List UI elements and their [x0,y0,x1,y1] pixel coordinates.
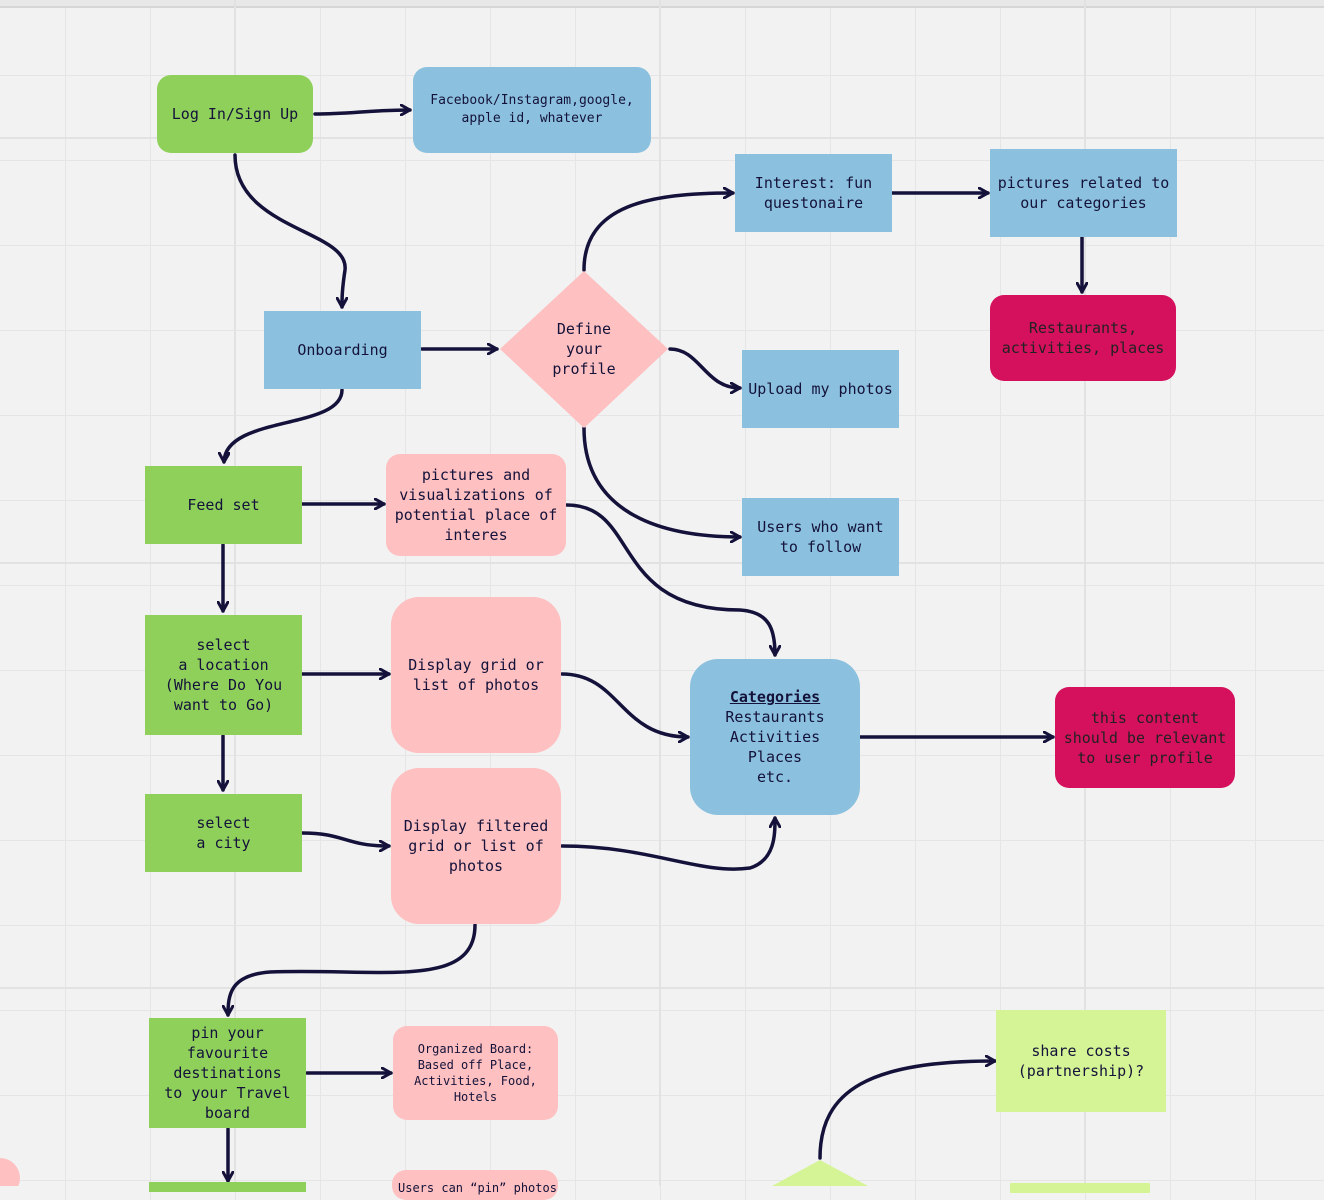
next-lime-node-edge [1010,1183,1150,1193]
social-login-node[interactable]: Facebook/Instagram,google, apple id, wha… [413,67,651,153]
login-node[interactable]: Log In/Sign Up [157,75,313,153]
interest-node[interactable]: Interest: fun questonaire [735,154,892,232]
grid-line [659,0,661,1186]
grid-line [234,0,236,1186]
define-profile-diamond [500,271,668,428]
onboarding-node[interactable]: Onboarding [264,311,421,389]
arrow-diamond-share [818,1061,997,1160]
arrow-city-filtered [300,831,391,846]
arrow-define-users [582,426,742,537]
lower-decision-diamond [772,1160,868,1186]
pin-destinations-node[interactable]: pin your favourite destinations to your … [149,1018,306,1128]
arrow-define-upload [668,347,742,388]
categories-title: Categories [729,688,821,706]
canvas-top-border [0,0,1324,8]
grid-line [1084,0,1086,1186]
organized-board-node[interactable]: Organized Board: Based off Place, Activi… [393,1026,558,1120]
pictures-categories-node[interactable]: pictures related to our categories [990,149,1177,237]
categories-body: Restaurants Activities Places etc. [725,708,825,786]
display-filtered-node[interactable]: Display filtered grid or list of photos [391,768,561,924]
select-city-node[interactable]: select a city [145,794,302,872]
share-costs-node[interactable]: share costs (partnership)? [996,1010,1166,1112]
arrow-login-social [313,110,412,114]
users-follow-node[interactable]: Users who want to follow [742,498,899,576]
arrow-onboarding-feed [224,388,344,464]
arrow-define-interest [582,193,735,272]
grid-line [0,137,1324,139]
offscreen-node-edge [0,1158,20,1186]
upload-photos-node[interactable]: Upload my photos [742,350,899,428]
feed-set-node[interactable]: Feed set [145,466,302,544]
grid-line [0,987,1324,989]
categories-node[interactable]: Categories Restaurants Activities Places… [690,659,860,815]
arrow-pictures-categories [565,503,775,657]
arrow-filtered-categories [560,816,775,871]
arrow-filtered-pin [228,923,477,1017]
select-location-node[interactable]: select a location (Where Do You want to … [145,615,302,735]
next-green-node-edge [149,1182,306,1192]
grid-line [0,562,1324,564]
restaurants-node[interactable]: Restaurants, activities, places [990,295,1176,381]
relevant-content-node[interactable]: this content should be relevant to user … [1055,687,1235,788]
pictures-viz-node[interactable]: pictures and visualizations of potential… [386,454,566,556]
arrow-login-onboarding [233,153,345,309]
arrow-grid-categories [560,672,690,737]
display-grid-node[interactable]: Display grid or list of photos [391,597,561,753]
define-profile-label[interactable]: Define your profile [552,320,616,378]
users-pin-node[interactable]: Users can “pin” photos [392,1170,558,1200]
